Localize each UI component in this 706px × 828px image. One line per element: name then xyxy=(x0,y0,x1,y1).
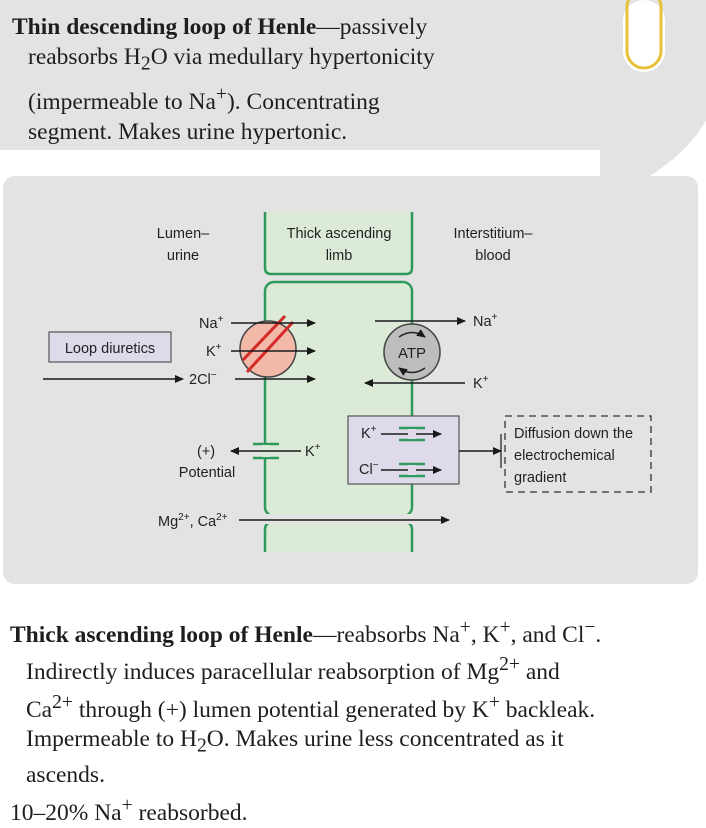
cl-channel-pore xyxy=(408,465,416,475)
limb-label-2: limb xyxy=(326,248,353,264)
sup: + xyxy=(488,691,500,713)
thin-descending-text: Thin descending loop of Henle—passively … xyxy=(12,12,632,147)
diffusion-label-2: electrochemical xyxy=(514,448,615,464)
diffusion-label-1: Diffusion down the xyxy=(514,426,633,442)
l1-d: . xyxy=(595,621,602,648)
k-channel-pore xyxy=(408,429,416,439)
thin-descending-line-3: (impermeable to Na+). Concentrating xyxy=(12,80,632,117)
loop-diuretics-label: Loop diuretics xyxy=(65,341,155,357)
diffusion-box xyxy=(504,415,652,493)
atp-label: ATP xyxy=(398,345,426,362)
sup: + xyxy=(459,617,471,638)
lumen-label-2: urine xyxy=(167,248,199,264)
paracellular-gap xyxy=(265,514,412,524)
l4-a: Impermeable to H xyxy=(26,725,197,752)
sup: + xyxy=(121,794,133,816)
na-k-atpase xyxy=(383,323,441,381)
limb-header-segment xyxy=(263,212,414,276)
l3-c: backleak. xyxy=(499,696,596,723)
k-in-basolateral-label: K+ xyxy=(473,374,489,392)
atpase-cycle-top xyxy=(398,329,426,338)
diagram-panel: Lumen– urine Thick ascending limb Inters… xyxy=(3,176,698,584)
thick-ascending-line-3: Ca2+ through (+) lumen potential generat… xyxy=(10,688,700,725)
thin-descending-line-4: segment. Makes urine hypertonic. xyxy=(28,118,348,145)
k-channel xyxy=(399,426,425,442)
lumen-label-1: Lumen– xyxy=(157,226,210,242)
line3-sup: + xyxy=(215,83,227,105)
sup: − xyxy=(584,617,596,638)
interstitium-label-1: Interstitium– xyxy=(454,226,534,242)
thick-ascending-title: Thick ascending loop of Henle xyxy=(10,621,313,648)
thin-descending-note: Thin descending loop of Henle—passively … xyxy=(0,0,662,150)
l6-a: 10–20% Na xyxy=(10,799,122,826)
potential-label: Potential xyxy=(179,465,235,481)
thin-descending-title: Thin descending loop of Henle xyxy=(12,14,317,40)
decorative-tail xyxy=(600,0,706,176)
limb-label-1: Thick ascending xyxy=(287,226,392,242)
inhibit-cross-1 xyxy=(245,320,295,374)
l3-b: through (+) lumen potential generated by… xyxy=(72,696,489,723)
k-backleak-label: K+ xyxy=(305,442,321,460)
l1-a: reabsorbs Na xyxy=(336,621,460,648)
cl-channel xyxy=(399,462,425,478)
tail-cutout xyxy=(623,0,665,72)
thin-descending-line-1: Thin descending loop of Henle—passively xyxy=(12,12,632,42)
l2-sup: 2+ xyxy=(499,654,520,676)
line3-a: (impermeable to Na xyxy=(28,88,216,115)
thin-descending-line-2: reabsorbs H2O via medullary hypertonicit… xyxy=(12,42,632,80)
k-in-label: K+ xyxy=(206,342,222,360)
potential-sign: (+) xyxy=(197,444,215,460)
na-in-label: Na+ xyxy=(199,314,224,332)
line1-rest: passively xyxy=(339,14,428,40)
line2-a: reabsorbs H xyxy=(28,44,141,70)
mg-ca-label: Mg2+, Ca2+ xyxy=(158,512,228,530)
thick-ascending-line-1: Thick ascending loop of Henle—reabsorbs … xyxy=(10,613,700,650)
l4-sub: 2 xyxy=(196,735,207,757)
l4-b: O. Makes urine less concentrated as it xyxy=(206,725,564,752)
diffusion-label-3: gradient xyxy=(514,470,566,486)
line2-b: O via medullary hypertonicity xyxy=(150,44,435,70)
paperclip-icon xyxy=(625,0,663,70)
interstitium-label-2: blood xyxy=(475,248,510,264)
l3-a: Ca xyxy=(26,696,53,723)
thick-ascending-line-5: ascends. xyxy=(26,762,105,789)
sup: + xyxy=(499,617,511,638)
line3-b: ). Concentrating xyxy=(226,88,380,115)
atpase-cycle-bottom xyxy=(398,367,426,376)
loop-diuretics-box xyxy=(48,331,172,363)
l2-b: and xyxy=(519,659,560,686)
l1-c: , and Cl xyxy=(510,621,585,648)
channel-cl-label: Cl− xyxy=(359,460,379,478)
dash: — xyxy=(312,621,337,648)
na-out-label: Na+ xyxy=(473,312,498,330)
l2-a: Indirectly induces paracellular reabsorp… xyxy=(26,659,500,686)
thick-ascending-line-2: Indirectly induces paracellular reabsorp… xyxy=(10,650,700,687)
line2-sub: 2 xyxy=(140,53,151,75)
cl-in-label: 2Cl− xyxy=(189,370,217,388)
k-backleak-channel xyxy=(253,442,279,460)
thick-ascending-line-6: 10–20% Na+ reabsorbed. xyxy=(10,791,700,828)
thick-ascending-limb-diagram: Lumen– urine Thick ascending limb Inters… xyxy=(43,212,652,552)
l3-sup: 2+ xyxy=(52,691,73,713)
channel-k-label: K+ xyxy=(361,424,377,442)
l1-b: , K xyxy=(470,621,500,648)
l6-b: reabsorbed. xyxy=(132,799,248,826)
thick-ascending-line-4: Impermeable to H2O. Makes urine less con… xyxy=(10,725,700,761)
dash: — xyxy=(316,14,340,40)
next-cell xyxy=(263,520,414,552)
